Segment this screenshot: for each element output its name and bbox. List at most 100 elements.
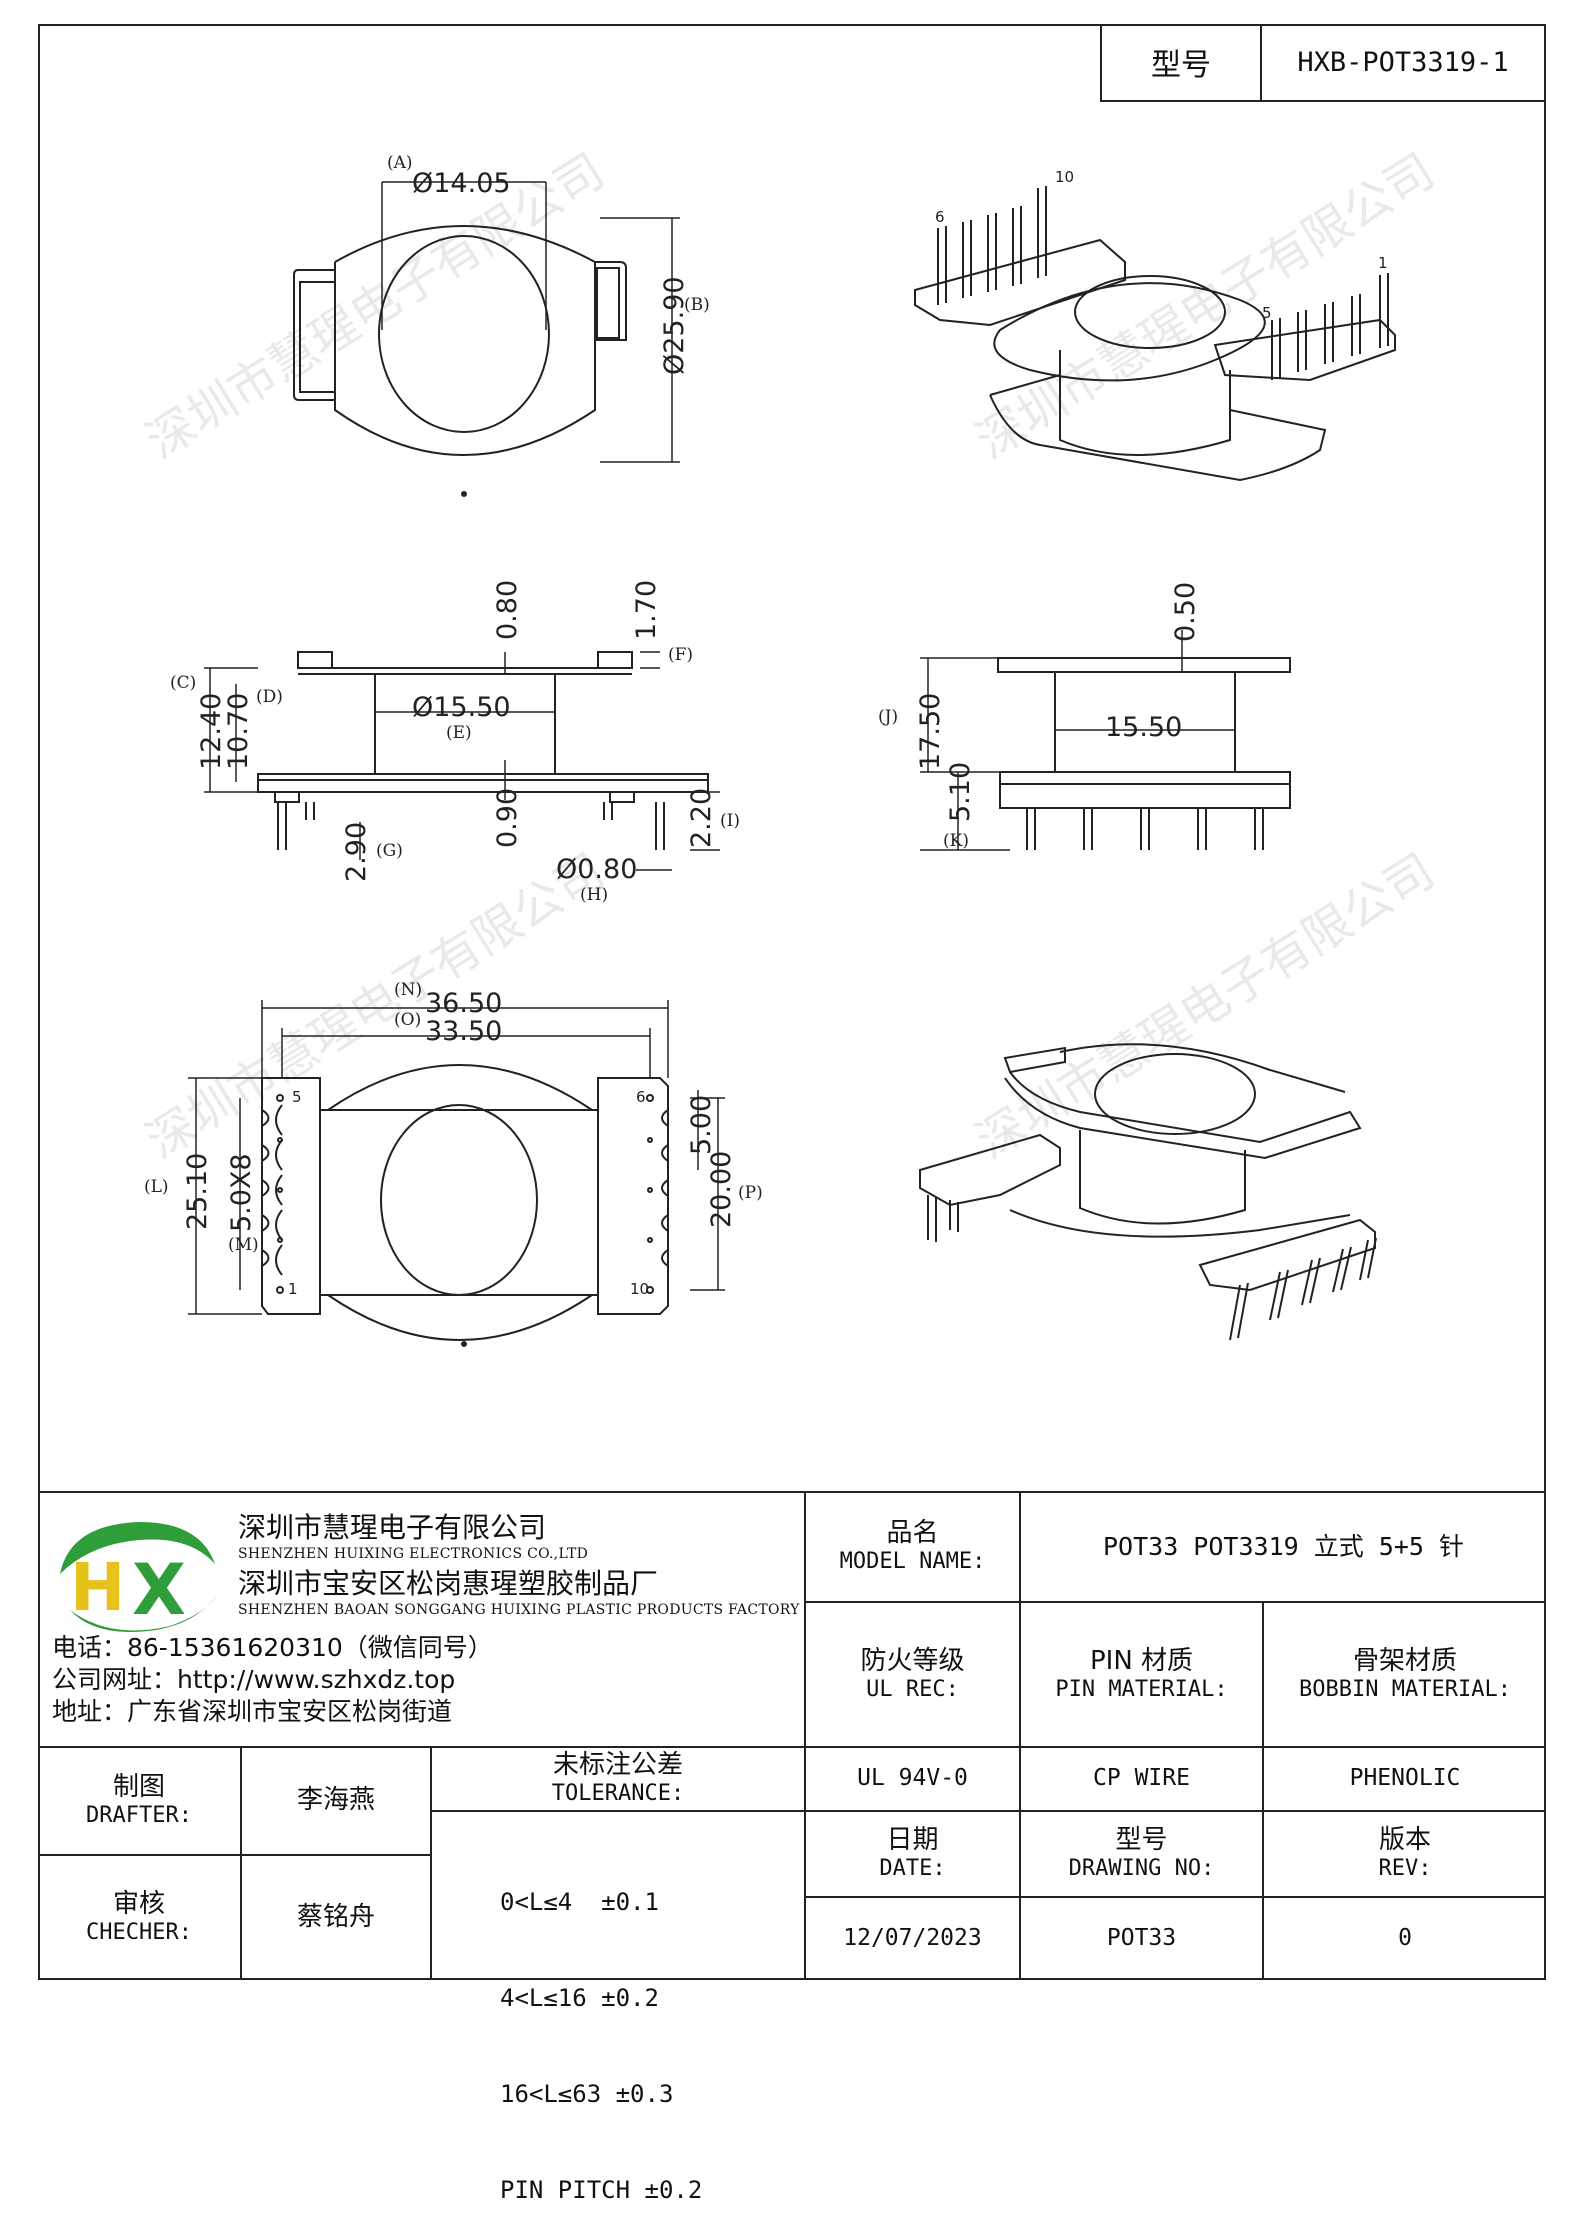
top-view-bore [378, 235, 550, 433]
dim-0-80-pin: Ø0.80 [556, 854, 637, 885]
company-address: 地址：广东省深圳市宝安区松岗街道 [52, 1697, 453, 1726]
model-name-value: POT33 POT3319 立式 5+5 针 [1103, 1532, 1464, 1561]
company-name-en: SHENZHEN HUIXING ELECTRONICS CO.,LTD [238, 1546, 589, 1562]
pin-material-label: PIN 材质 PIN MATERIAL: [1055, 1645, 1228, 1702]
bobbin-material-label: 骨架材质 BOBBIN MATERIAL: [1299, 1645, 1511, 1702]
dim-15-50-front: 15.50 [1105, 712, 1182, 743]
tolerance-label: 未标注公差 TOLERANCE: [551, 1750, 685, 1807]
pin-10-label: 10 [630, 1280, 649, 1298]
dim-0-50: 0.50 [1170, 582, 1201, 642]
bottom-left-pin-block [261, 1077, 321, 1315]
dim-tag-m: (M) [228, 1235, 259, 1255]
iso-pin-1-label: 1 [1378, 254, 1388, 272]
iso-top-left-pins [937, 186, 1047, 305]
tolerance-line-1: 0<L≤4 ±0.1 [500, 1888, 659, 1916]
iso-top-bore [1074, 275, 1226, 349]
top-view: (A) Ø14.05 Ø25.90 (B) [293, 153, 710, 497]
dim-25-10: 25.10 [182, 1153, 213, 1230]
dim-0-90: 0.90 [492, 788, 523, 848]
side-view: 0.80 1.70 (F) (C) 12.40 10.70 (D) Ø15.50… [170, 580, 740, 905]
iso-pin-6-label: 6 [935, 208, 945, 226]
dim-0-80: 0.80 [492, 580, 523, 640]
watermark-3: 深圳市慧瑆电子有限公司 [137, 843, 614, 1170]
logo-h: H [70, 1549, 125, 1626]
side-base [257, 773, 709, 793]
iso-bottom-left-tab [1003, 1046, 1066, 1074]
dim-2-20: 2.20 [686, 788, 717, 848]
dim-5x8: 5.0X8 [226, 1153, 257, 1232]
dim-tag-l: (L) [144, 1177, 169, 1197]
top-view-left-ear [293, 269, 336, 401]
tolerance-list: 0<L≤4 ±0.1 4<L≤16 ±0.2 16<L≤63 ±0.3 PIN … [500, 1822, 702, 2238]
rev-value: 0 [1398, 1925, 1412, 1952]
bottom-body [319, 1109, 599, 1296]
tolerance-line-2: 4<L≤16 ±0.2 [500, 1984, 659, 2012]
dim-10-70: 10.70 [223, 693, 254, 770]
drafter-name: 李海燕 [296, 1785, 375, 1816]
front-base [999, 771, 1291, 809]
dim-12-40: 12.40 [196, 693, 227, 770]
technical-drawing: 深圳市慧瑆电子有限公司 深圳市慧瑆电子有限公司 深圳市慧瑆电子有限公司 深圳市慧… [137, 143, 1444, 1347]
iso-top-barrel [1059, 350, 1231, 456]
drafter-label: 制图 DRAFTER: [86, 1772, 192, 1829]
ul-value: UL 94V-0 [857, 1765, 968, 1792]
top-view-outline [334, 225, 596, 456]
bottom-right-notches [661, 1109, 669, 1267]
dim-36-50: 36.50 [425, 988, 502, 1019]
iso-view-pins-down [919, 1043, 1377, 1341]
dim-1-70: 1.70 [631, 580, 662, 640]
bottom-flange [327, 1064, 593, 1341]
iso-bottom-right-pins [1229, 1237, 1377, 1341]
dim-tag-j: (J) [878, 707, 898, 727]
iso-bottom-plate-edge [1004, 1071, 1362, 1160]
dim-25-90: Ø25.90 [659, 276, 690, 375]
iso-pin-10-label: 10 [1055, 168, 1074, 186]
iso-top-bottom-flange [989, 374, 1327, 482]
dim-tag-d: (D) [256, 687, 283, 707]
dim-tag-a: (A) [387, 153, 413, 173]
drawing-sheet-border [38, 24, 1546, 1980]
iso-view-pins-up: 6 10 1 5 [914, 168, 1396, 482]
company-info: H X 深圳市慧瑆电子有限公司 SHENZHEN HUIXING ELECTRO… [40, 1492, 800, 1744]
logo-x: X [132, 1549, 186, 1631]
dim-tag-k: (K) [943, 831, 969, 851]
factory-name-en: SHENZHEN BAOAN SONGGANG HUIXING PLASTIC … [238, 1602, 800, 1618]
company-phone: 电话：86-15361620310（微信同号） [52, 1633, 493, 1662]
model-name-label: 品名 MODEL NAME: [839, 1518, 986, 1575]
top-view-right-tab [596, 267, 620, 339]
bottom-right-pin-block [597, 1077, 669, 1315]
iso-bottom-bore [1094, 1053, 1256, 1135]
pin-material-value: CP WIRE [1093, 1765, 1190, 1792]
dim-15-50-side: Ø15.50 [412, 692, 511, 723]
rev-label: 版本 REV: [1378, 1825, 1432, 1882]
checker-label: 审核 CHECHER: [86, 1889, 192, 1946]
company-website: 公司网址：http://www.szhxdz.top [52, 1665, 456, 1694]
dim-tag-b: (B) [684, 295, 710, 315]
top-view-right-ear [595, 261, 627, 341]
dim-2-90: 2.90 [341, 822, 372, 882]
dim-5-10: 5.10 [945, 762, 976, 822]
dim-17-50: 17.50 [915, 693, 946, 770]
company-logo: H X [60, 1522, 218, 1632]
dim-5-00: 5.00 [686, 1095, 717, 1155]
dim-tag-i: (I) [720, 811, 740, 831]
pin-5-label: 5 [292, 1088, 302, 1106]
iso-pin-5-label: 5 [1262, 304, 1272, 322]
top-view-left-tab [299, 281, 336, 393]
model-number-box: 型号 HXB-POT3319-1 [1100, 24, 1546, 102]
date-label: 日期 DATE: [879, 1825, 946, 1882]
ul-rec-label: 防火等级 UL REC: [860, 1645, 965, 1702]
dim-tag-p: (P) [738, 1183, 763, 1203]
checker-name: 蔡铭舟 [296, 1902, 375, 1933]
model-label: 型号 [1102, 24, 1262, 100]
drawing-no-value: POT33 [1106, 1925, 1177, 1952]
drawing-no-label: 型号 DRAWING NO: [1068, 1825, 1215, 1882]
tolerance-line-4: PIN PITCH ±0.2 [500, 2176, 703, 2204]
dim-14-05: Ø14.05 [412, 168, 511, 199]
front-view: 0.50 (J) 17.50 15.50 5.10 (K) [878, 582, 1291, 851]
iso-bottom-lower-flange [1009, 1209, 1351, 1238]
bottom-bore [380, 1104, 538, 1296]
factory-name-cn: 深圳市宝安区松岗惠瑆塑胶制品厂 [238, 1567, 659, 1600]
dim-tag-c: (C) [170, 673, 196, 693]
pin-6-label: 6 [636, 1088, 646, 1106]
